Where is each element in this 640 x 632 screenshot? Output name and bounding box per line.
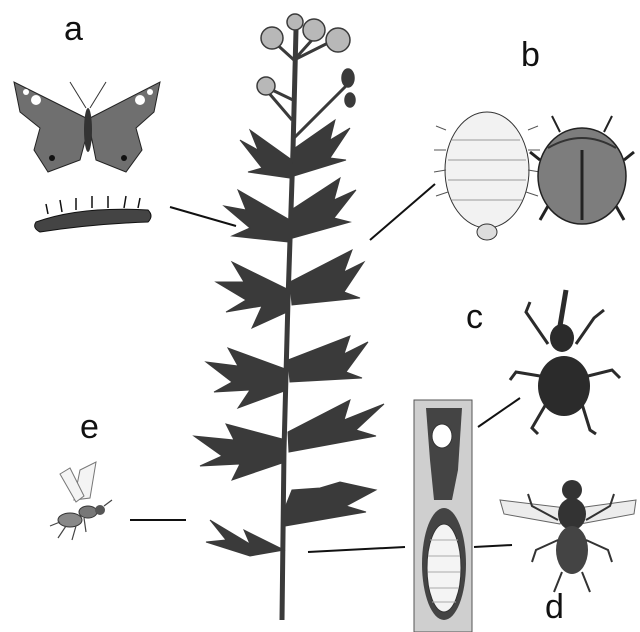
tortoise-beetle-icon bbox=[530, 116, 634, 224]
wasp-icon bbox=[50, 462, 112, 540]
weevil-icon bbox=[510, 290, 620, 434]
thistle-plant-icon bbox=[194, 20, 384, 620]
butterfly-icon bbox=[14, 82, 160, 172]
caterpillar-icon bbox=[35, 196, 151, 232]
fly-icon bbox=[500, 480, 636, 592]
stem-gall-icon bbox=[414, 400, 472, 632]
beetle-larva-icon bbox=[434, 112, 540, 240]
